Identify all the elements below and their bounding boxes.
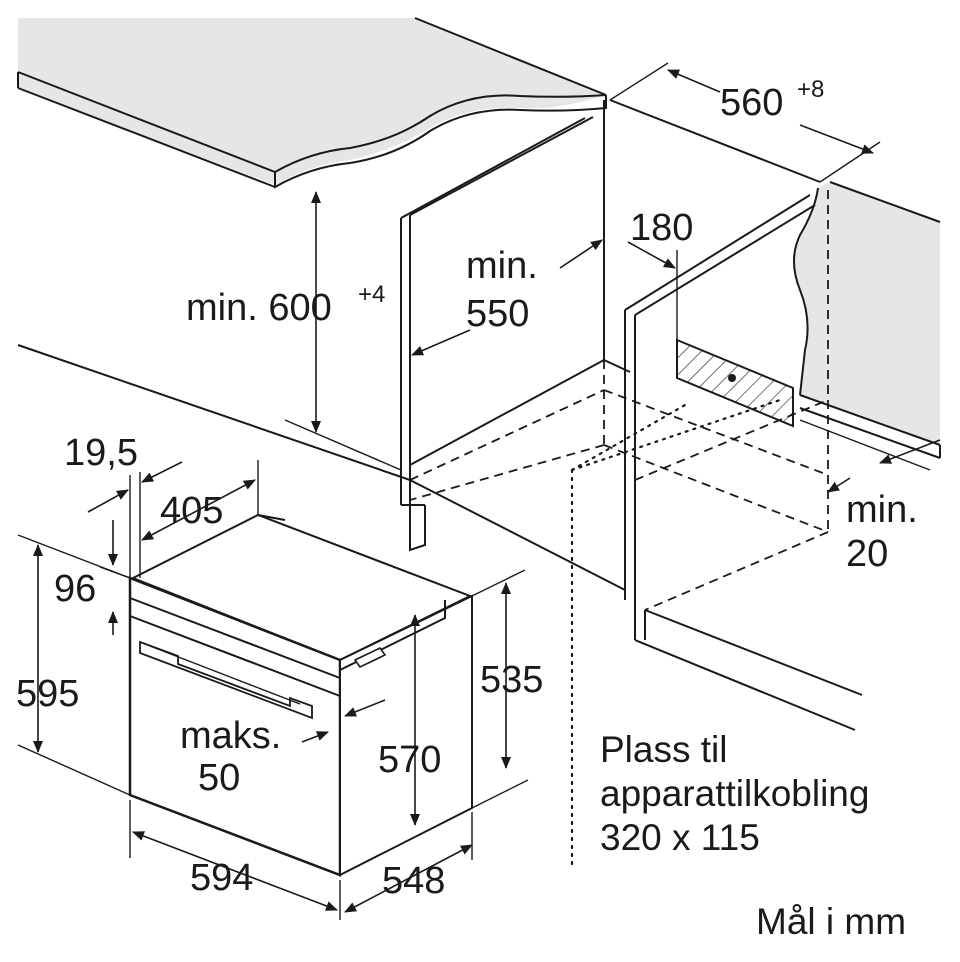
- label-front-offset: 19,5: [64, 432, 138, 474]
- vent-opening: [676, 338, 794, 428]
- label-oven-depth: 548: [382, 860, 445, 902]
- connection-note-line2: apparattilkobling: [600, 773, 869, 814]
- label-gap-2: 20: [846, 533, 888, 575]
- label-max-2: 50: [198, 757, 240, 799]
- worktop-left: [17, 17, 607, 189]
- label-panel-height: 96: [54, 568, 96, 610]
- label-niche-height-tol: +4: [358, 281, 385, 308]
- label-niche-width: 560: [720, 82, 783, 124]
- connection-note: Plass til apparattilkobling 320 x 115: [600, 729, 869, 858]
- label-side-height: 535: [480, 659, 543, 701]
- connection-note-line1: Plass til: [600, 729, 727, 770]
- label-oven-height: 595: [16, 673, 79, 715]
- label-oven-width: 594: [190, 857, 253, 899]
- label-body-height: 570: [378, 739, 441, 781]
- label-max-1: maks.: [180, 715, 281, 757]
- label-vent-offset: 180: [630, 207, 693, 249]
- dimension-labels: 560 +8 min. 600 +4 min. 550 180 min. 20 …: [16, 76, 918, 902]
- units-note: Mål i mm: [756, 901, 906, 942]
- label-niche-depth-2: 550: [466, 293, 529, 335]
- label-gap-1: min.: [846, 489, 918, 531]
- cabinet-niche: [17, 99, 863, 867]
- label-niche-depth-1: min.: [466, 245, 538, 287]
- connection-note-line3: 320 x 115: [600, 817, 760, 858]
- oven: [128, 513, 473, 877]
- dimension-lines: [17, 62, 941, 920]
- label-top-depth: 405: [160, 490, 223, 532]
- worktop-right: [793, 181, 941, 459]
- label-niche-height: min. 600: [186, 287, 332, 329]
- label-niche-width-tol: +8: [797, 76, 824, 103]
